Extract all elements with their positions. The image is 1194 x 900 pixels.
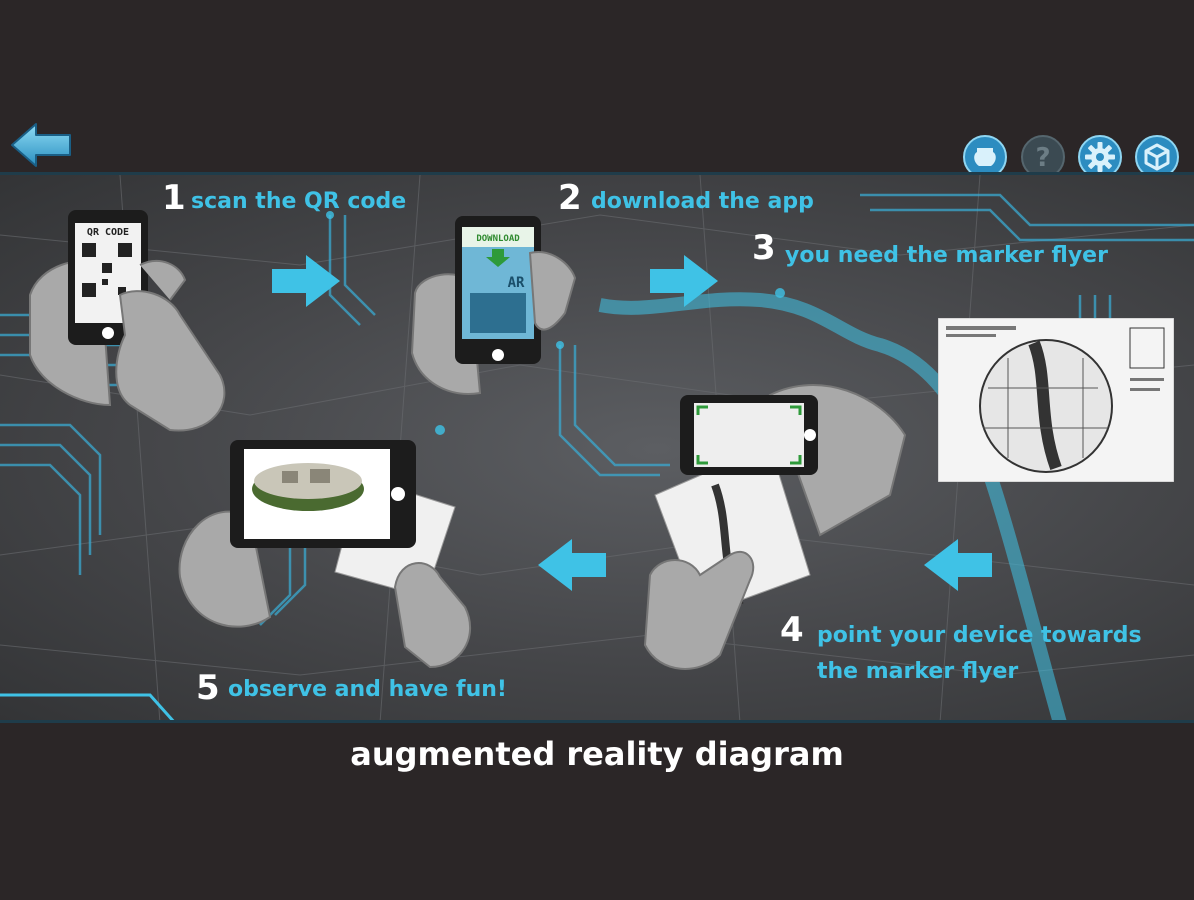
step4-illustration	[643, 384, 907, 670]
bottom-bar	[0, 720, 1194, 900]
step4-text-line2: the marker flyer	[817, 659, 1019, 684]
arrow-left-icon	[538, 539, 606, 591]
arrow-right-icon	[272, 255, 340, 307]
panel-top-border	[0, 172, 1194, 175]
step3-number: 3	[752, 228, 776, 268]
ar-label: AR	[508, 275, 525, 291]
step1-illustration: QR CODE	[29, 210, 226, 432]
panel-bottom-border	[0, 720, 1194, 723]
back-button[interactable]	[8, 118, 74, 172]
vase-button[interactable]	[962, 134, 1008, 180]
step4-text-line1: point your device towards	[817, 623, 1142, 648]
step5-illustration	[178, 440, 471, 669]
download-label: DOWNLOAD	[476, 234, 520, 244]
vase-icon	[963, 135, 1007, 179]
marker-flyer-image	[938, 318, 1174, 482]
arrow-right-icon	[650, 255, 718, 307]
svg-text:?: ?	[1035, 143, 1050, 173]
help-icon: ?	[1021, 135, 1065, 179]
step2-text: download the app	[591, 189, 814, 214]
qr-label: QR CODE	[87, 227, 129, 238]
settings-icon	[1078, 135, 1122, 179]
back-arrow-icon	[11, 123, 71, 167]
diagram-panel: QR CODE DOWNLOAD AR	[0, 175, 1194, 723]
step2-number: 2	[558, 178, 582, 218]
arrow-left-icon	[924, 539, 992, 591]
step1-text: scan the QR code	[191, 189, 407, 214]
help-button[interactable]: ?	[1020, 134, 1066, 180]
step2-illustration: DOWNLOAD AR	[410, 216, 577, 395]
step1-number: 1	[162, 178, 186, 218]
step5-number: 5	[196, 668, 220, 708]
step5-text: observe and have fun!	[228, 677, 507, 702]
diagram-caption: augmented reality diagram	[350, 735, 844, 773]
top-bar	[0, 0, 1194, 180]
settings-button[interactable]	[1077, 134, 1123, 180]
step3-text: you need the marker flyer	[785, 243, 1108, 268]
step4-number: 4	[780, 610, 804, 650]
